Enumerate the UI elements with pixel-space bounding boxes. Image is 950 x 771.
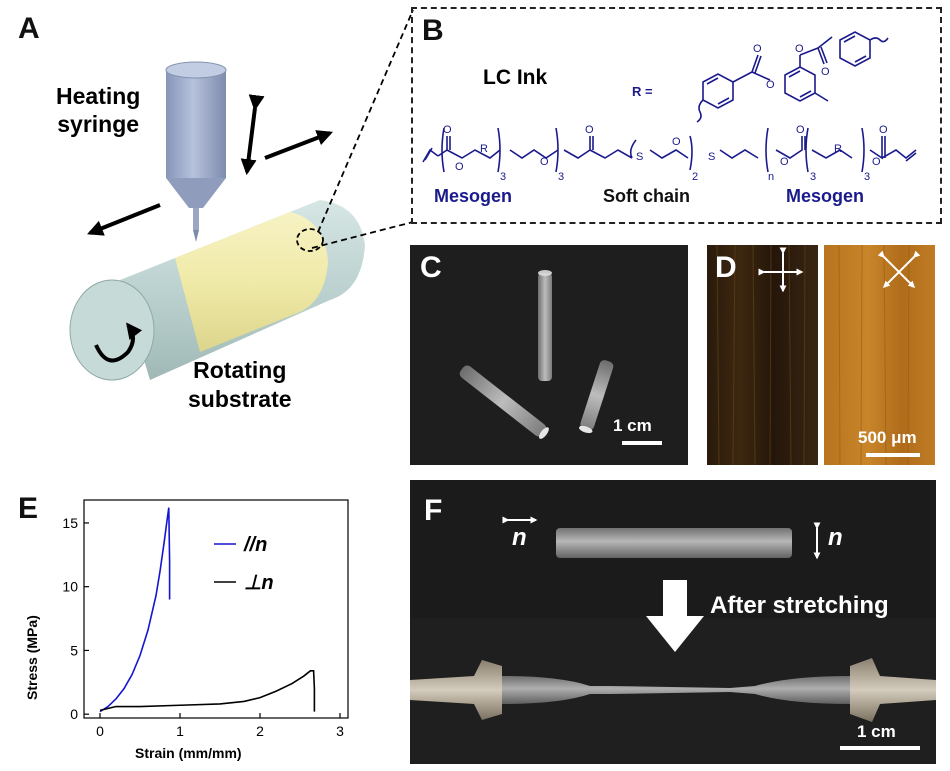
plot-frame [83, 499, 349, 719]
mesogen-left-label: Mesogen [434, 186, 513, 206]
printed-film [175, 212, 328, 352]
atom-o-5: O [443, 124, 452, 136]
stretched-sample [502, 676, 850, 704]
f-scale-label: 1 cm [857, 722, 896, 741]
analyzer-diagonal-arrow-2 [883, 250, 921, 288]
y-tick-label-3: 15 [62, 515, 78, 531]
sub-n: n [768, 171, 774, 183]
atom-o-7: O [540, 156, 549, 168]
panel-letter-d: D [715, 251, 737, 284]
sub-3-b: 3 [558, 171, 564, 183]
atom-r-main-left: R [480, 143, 488, 155]
x-tick-label-3: 3 [336, 723, 344, 739]
d-scale-bar [866, 453, 920, 457]
atom-o-8: O [585, 124, 594, 136]
panel-b-frame [411, 7, 942, 224]
y-axis-label: Stress (MPa) [24, 615, 40, 700]
zoom-line-upper [317, 9, 414, 233]
atom-o-13: O [879, 124, 888, 136]
atom-s-2: S [708, 151, 715, 163]
atom-o-3: O [795, 43, 804, 55]
right-clamp [850, 658, 936, 722]
panel-letter-c: C [420, 251, 442, 284]
rotating-substrate [69, 200, 365, 381]
y-tick-label-2: 10 [62, 579, 78, 595]
panel-letter-a: A [18, 12, 40, 45]
rotation-arrow [94, 322, 143, 363]
sub-2: 2 [692, 171, 698, 183]
c-scale-bar [622, 441, 662, 445]
panel-f-photo: F n n After stretching 1 cm [410, 480, 936, 764]
atom-o-10: O [780, 156, 789, 168]
legend-label-1: ⊥n [244, 572, 274, 594]
f-scale-bar [840, 746, 920, 750]
sub-3-a: 3 [500, 171, 506, 183]
c-scale-label: 1 cm [613, 416, 652, 435]
tube-standing [538, 273, 552, 381]
x-axis-label: Strain (mm/mm) [135, 745, 242, 761]
x-tick-label-1: 1 [176, 723, 184, 739]
left-clamp [410, 660, 502, 720]
sub-3-d: 3 [864, 171, 870, 183]
legend-label-0: //n [243, 534, 267, 556]
y-tick-label-0: 0 [70, 706, 78, 722]
atom-o-4: O [821, 66, 830, 78]
zoom-circle [296, 228, 324, 252]
atom-r-main-right: R [834, 143, 842, 155]
series-line-0 [99, 507, 171, 713]
tube-left [459, 365, 549, 439]
panel-letter-f: F [424, 494, 443, 527]
atom-o-2: O [766, 79, 775, 91]
tube-right [579, 360, 614, 434]
heating-syringe-label: Heating syringe [56, 83, 141, 137]
soft-chain-label: Soft chain [603, 186, 691, 206]
zoom-line-lower [311, 221, 414, 249]
panel-d-photo-right: 500 μm [824, 245, 935, 465]
cylinder-end-face [69, 279, 155, 381]
atom-o-9: O [672, 136, 681, 148]
lc-ink-title: LC Ink [483, 66, 548, 89]
vertical-motion-arrow [240, 94, 265, 176]
atom-o-6: O [455, 161, 464, 173]
atom-o-12: O [872, 156, 881, 168]
series-line-1 [99, 670, 316, 712]
right-motion-arrow [264, 130, 333, 160]
panel-c-photo: C 1 cm [410, 245, 688, 465]
atom-o-11: O [796, 124, 805, 136]
atom-o-1: O [753, 43, 762, 55]
mesogen-right-label: Mesogen [786, 186, 865, 206]
tube-before-stretching [556, 528, 792, 558]
n-label-left: n [512, 524, 527, 551]
atom-s-1: S [636, 151, 643, 163]
panel-letter-b: B [422, 14, 444, 47]
panel-letter-e: E [18, 492, 39, 525]
panel-d-photo-left: D [707, 245, 818, 465]
after-stretching-label: After stretching [710, 592, 889, 619]
x-tick-label-2: 2 [256, 723, 264, 739]
down-arrow [646, 580, 704, 652]
left-motion-arrow [87, 203, 161, 236]
rotating-substrate-label: Rotating substrate [188, 357, 292, 412]
sub-3-c: 3 [810, 171, 816, 183]
heating-syringe [165, 61, 227, 242]
n-label-right: n [828, 524, 843, 551]
y-tick-label-1: 5 [70, 642, 78, 658]
r-group-label: R = [632, 84, 653, 99]
benzene-ring-3 [839, 31, 871, 67]
d-scale-label: 500 μm [858, 428, 917, 447]
x-tick-label-0: 0 [96, 723, 104, 739]
